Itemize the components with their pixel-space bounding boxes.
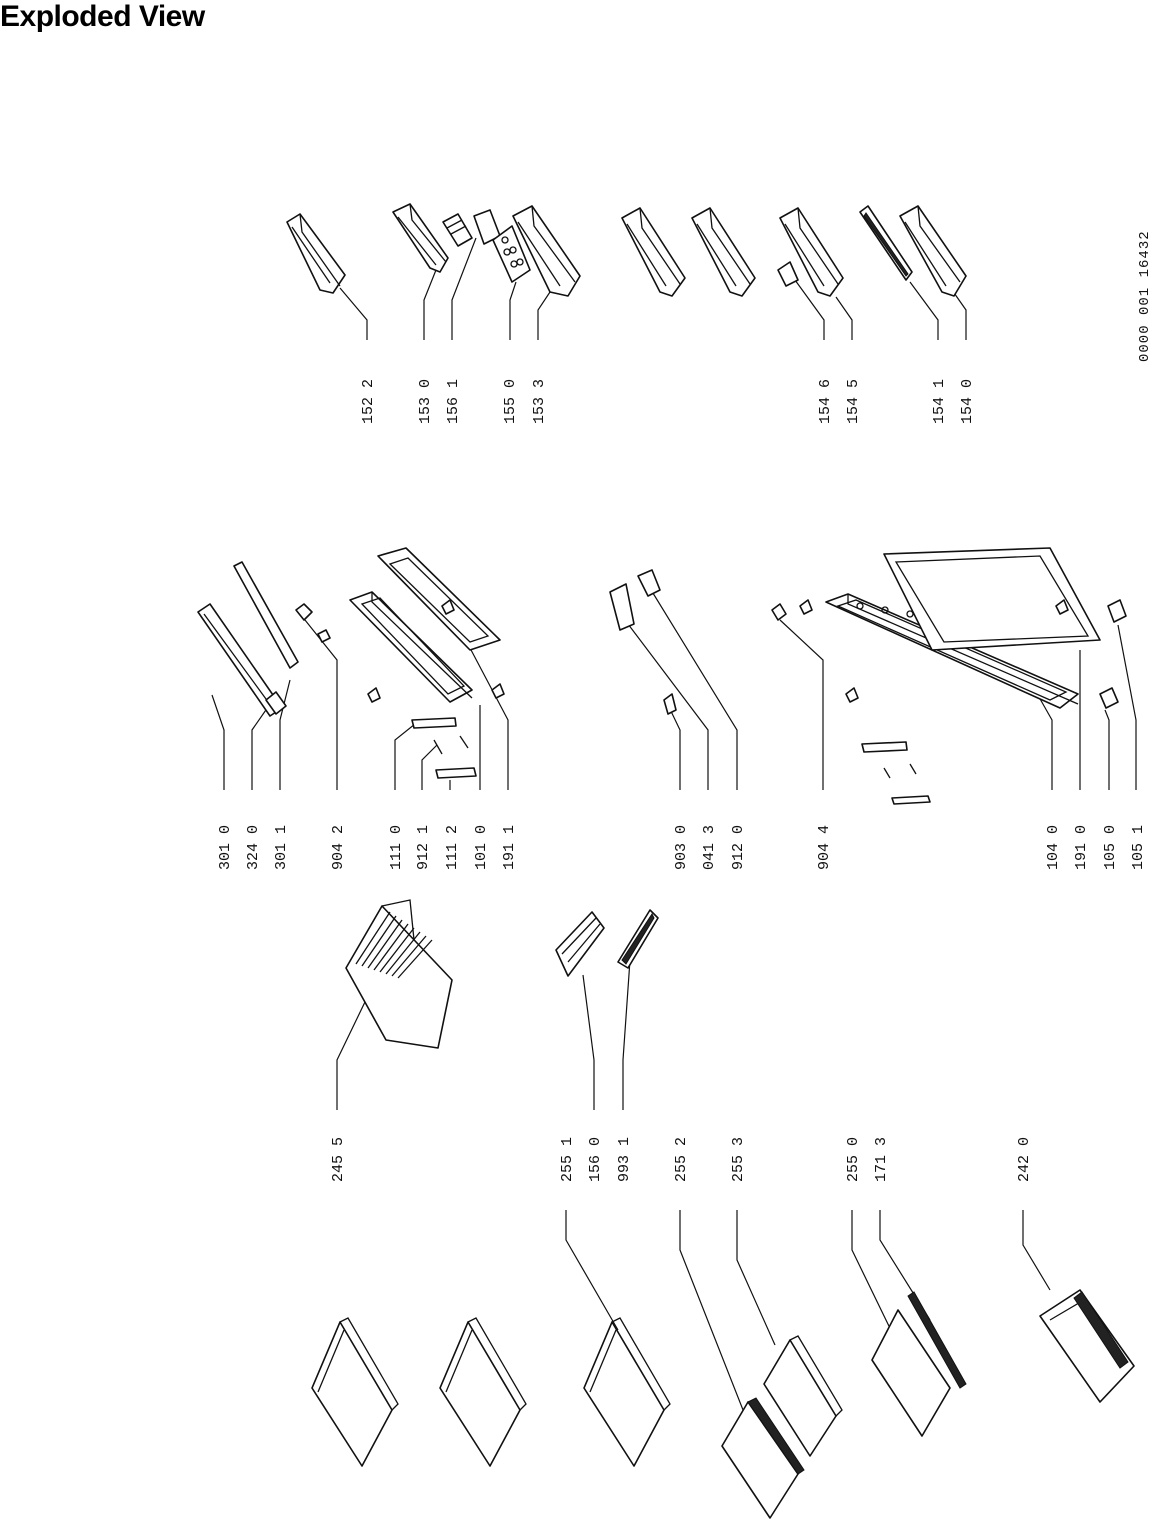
- callout-label: 104 0: [1045, 825, 1062, 870]
- shelf-top-b: [439, 1317, 527, 1467]
- ice-tray-993-1: [617, 909, 659, 969]
- callout-label: 111 2: [444, 825, 461, 870]
- callout-label: 105 0: [1102, 825, 1119, 870]
- callout-label: 154 1: [931, 379, 948, 424]
- page-title: Exploded View: [0, 0, 205, 33]
- handle-bar-lower: [861, 741, 931, 805]
- callout-label: 156 1: [445, 379, 462, 424]
- freezer-basket-245-5: [345, 899, 453, 1049]
- door-bin-152-2: [286, 213, 346, 294]
- callout-label: 155 0: [502, 379, 519, 424]
- screws-912-1: [433, 735, 469, 755]
- gasket-191-1: [377, 547, 501, 651]
- callout-label: 301 1: [273, 825, 290, 870]
- egg-tray-part-156-1: [442, 213, 473, 247]
- callout-label: 154 0: [959, 379, 976, 424]
- callout-label: 255 1: [559, 1137, 576, 1182]
- hinge-912-0: [637, 569, 661, 597]
- leader-lines: [211, 237, 1137, 1416]
- handle-bar-111-0: [411, 717, 457, 729]
- callout-label: 242 0: [1016, 1137, 1033, 1182]
- clip-154-6: [777, 261, 799, 287]
- callout-label: 101 0: [473, 825, 490, 870]
- callout-label: 904 4: [816, 825, 833, 870]
- cap-324-0: [265, 691, 287, 715]
- callout-label: 912 1: [415, 825, 432, 870]
- callout-label: 255 0: [845, 1137, 862, 1182]
- hinge-cap-904-2: [295, 603, 331, 643]
- trim-111-2: [435, 767, 477, 779]
- callout-label: 171 3: [873, 1137, 890, 1182]
- glass-shelf-255-0: [871, 1309, 951, 1437]
- screws-lower-door: [845, 599, 1069, 703]
- callout-label: 153 3: [531, 379, 548, 424]
- hinge-041-3: [609, 583, 635, 631]
- callout-label: 993 1: [616, 1137, 633, 1182]
- callout-label: 154 6: [817, 379, 834, 424]
- egg-tray-155-0: [492, 225, 531, 283]
- callout-label: 191 0: [1073, 825, 1090, 870]
- callout-label: 301 0: [217, 825, 234, 870]
- hinge-cap-904-4: [771, 599, 813, 621]
- door-bin-upper-b: [691, 207, 756, 297]
- callout-label: 255 2: [673, 1137, 690, 1182]
- shelf-trim-171-3: [907, 1291, 967, 1389]
- trim-301-1: [233, 561, 299, 669]
- callout-label: 105 1: [1130, 825, 1147, 870]
- door-bin-upper-a: [621, 207, 686, 297]
- callout-label: 152 2: [360, 379, 377, 424]
- callout-label: 324 0: [245, 825, 262, 870]
- callout-label: 156 0: [587, 1137, 604, 1182]
- callout-label: 153 0: [417, 379, 434, 424]
- callout-label: 904 2: [330, 825, 347, 870]
- door-bin-154-5: [779, 207, 844, 297]
- door-rail-154-1: [859, 205, 913, 281]
- shelf-255-2: [721, 1397, 805, 1519]
- bracket-105-1: [1107, 599, 1127, 623]
- hinge-pin-903-0: [663, 693, 677, 715]
- callout-label: 903 0: [673, 825, 690, 870]
- callout-label: 255 3: [730, 1137, 747, 1182]
- upper-door-101-0: [349, 591, 473, 703]
- callout-label: 111 0: [388, 825, 405, 870]
- door-bin-153-0: [392, 203, 449, 273]
- callout-label: 041 3: [701, 825, 718, 870]
- callout-label: 245 5: [330, 1137, 347, 1182]
- callout-labels: 152 2 153 0 156 1 155 0 153 3 154 6 154 5 154 1…: [217, 379, 1147, 1182]
- gasket-191-0: [883, 547, 1101, 651]
- crisper-drawer-242-0: [1039, 1289, 1135, 1403]
- callout-label: 191 1: [501, 825, 518, 870]
- document-code: 0000 001 16432: [1137, 230, 1149, 362]
- shelf-255-3: [763, 1335, 843, 1457]
- door-bin-154-0: [899, 205, 967, 297]
- shelf-255-1: [583, 1317, 671, 1467]
- bracket-105-0: [1099, 687, 1119, 709]
- callout-label: 912 0: [730, 825, 747, 870]
- callout-label: 154 5: [845, 379, 862, 424]
- screws-upper-door: [367, 599, 505, 703]
- shelf-top-a: [311, 1317, 399, 1467]
- door-bin-153-3: [512, 205, 581, 297]
- ice-tray-156-0: [555, 911, 605, 977]
